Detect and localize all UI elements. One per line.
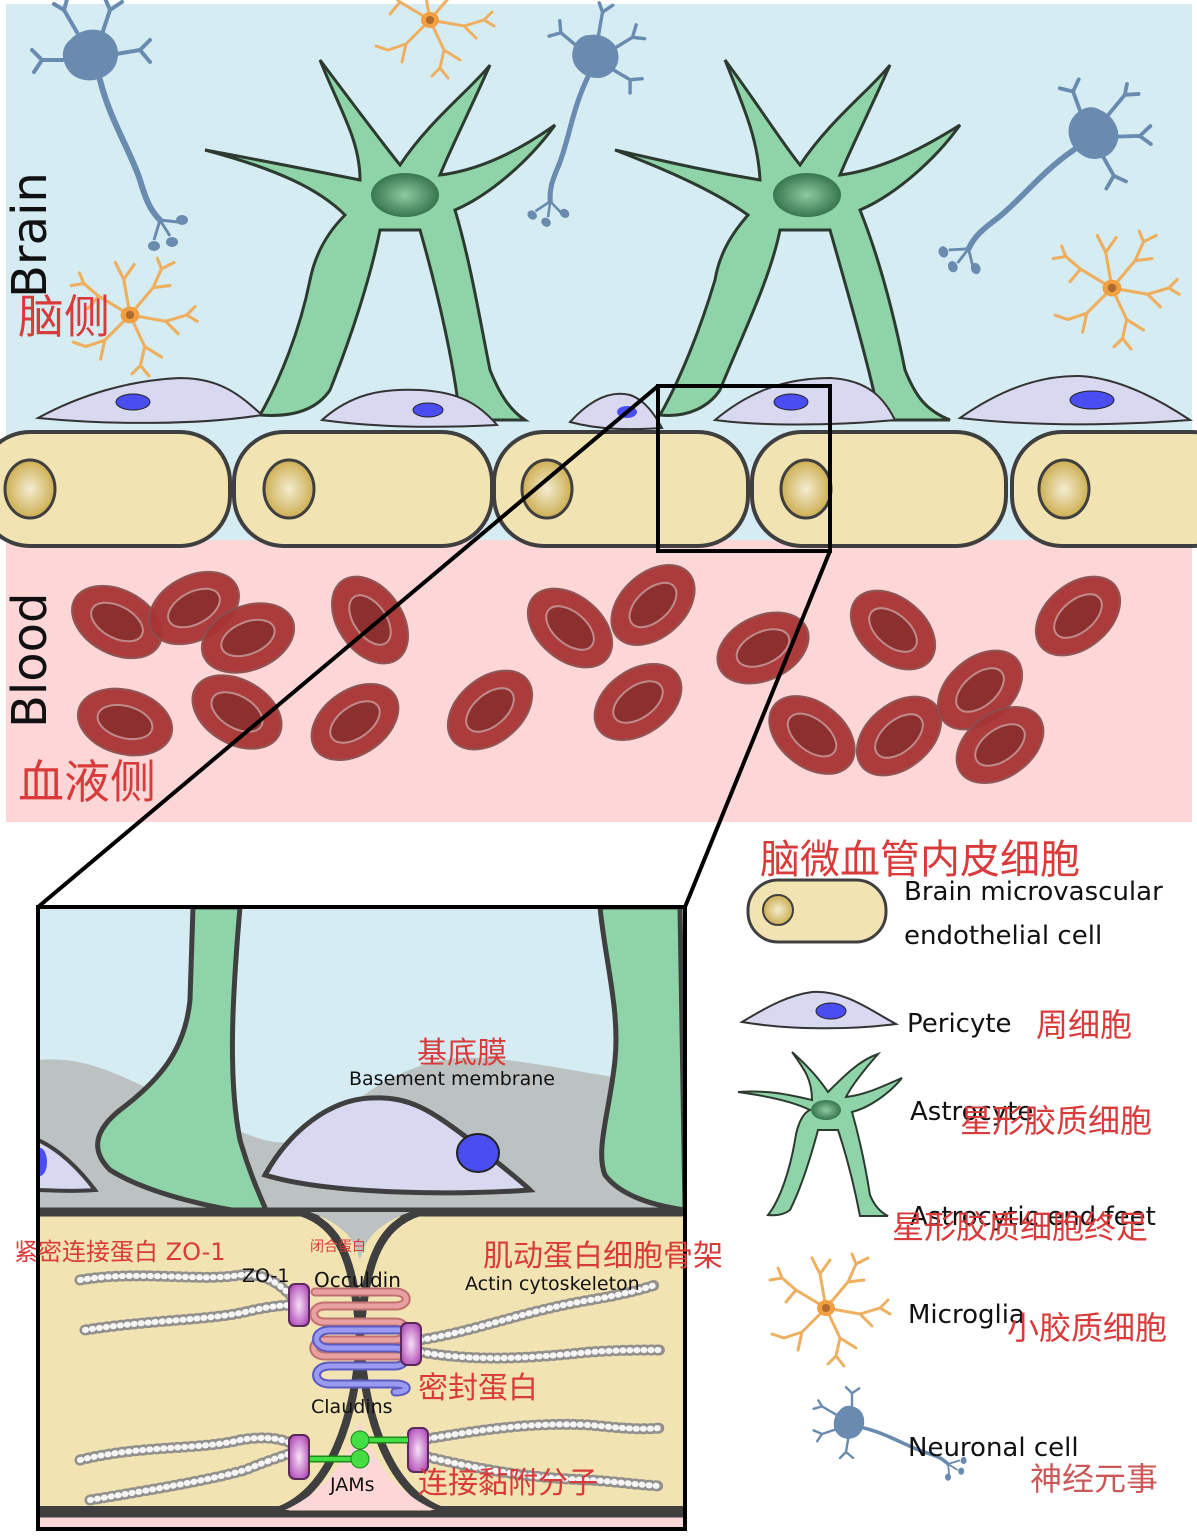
zo1-block bbox=[288, 1283, 310, 1327]
pericyte bbox=[319, 388, 500, 428]
endothelial-nuclei bbox=[3, 458, 1091, 520]
legend-pericyte-label: Pericyte bbox=[907, 1009, 1012, 1039]
zoom-callout bbox=[36, 384, 832, 909]
zo1-block bbox=[400, 1322, 422, 1366]
watermark: 神经元事 bbox=[1030, 1460, 1158, 1498]
jams-label: JAMs bbox=[329, 1474, 375, 1496]
legend-neuron-label: Neuronal cell bbox=[908, 1433, 1079, 1463]
detail-frame bbox=[36, 905, 687, 1531]
brain-label-cn: 脑侧 bbox=[18, 290, 110, 344]
legend: 脑微血管内皮细胞 Brain microvascular endothelial… bbox=[737, 837, 1167, 1483]
astrocyte bbox=[614, 59, 962, 422]
zo1-label: ZO-1 bbox=[242, 1265, 289, 1287]
legend-endfeet-label: Astrocytic end feet bbox=[910, 1202, 1156, 1232]
basement-membrane-label-cn: 基底膜 bbox=[417, 1036, 507, 1071]
pericyte bbox=[957, 374, 1193, 426]
legend-microglia-label-cn: 小胶质细胞 bbox=[1007, 1309, 1167, 1347]
actin-label: Actin cytoskeleton bbox=[465, 1273, 640, 1295]
detail-panel: 基底膜 Basement membrane ZO-1 Occuldin 闭合蛋白… bbox=[38, 907, 685, 1529]
legend-endfeet-label-cn: 星形胶质细胞终足 bbox=[892, 1208, 1148, 1246]
zo1-label-cn: 紧密连接蛋白 ZO-1 bbox=[14, 1238, 226, 1266]
legend-endothelial-label-cn: 脑微血管内皮细胞 bbox=[760, 837, 1080, 883]
pericyte bbox=[712, 376, 897, 426]
callout-line-right bbox=[683, 550, 832, 908]
pericyte-icon bbox=[739, 990, 900, 1030]
legend-astrocyte-label: Astrocyte bbox=[910, 1097, 1033, 1127]
pericyte bbox=[34, 376, 265, 424]
legend-pericyte-label-cn: 周细胞 bbox=[1036, 1006, 1132, 1044]
microglia-icon bbox=[768, 1252, 892, 1368]
blood-label: Blood bbox=[2, 593, 58, 728]
zoom-box bbox=[656, 384, 832, 553]
jams-protein bbox=[310, 1430, 408, 1469]
jams-label-cn: 连接黏附分子 bbox=[418, 1466, 598, 1501]
claudins-label-cn: 密封蛋白 bbox=[418, 1371, 538, 1406]
legend-microglia-label: Microglia bbox=[908, 1300, 1025, 1330]
actin-label-cn: 肌动蛋白细胞骨架 bbox=[483, 1239, 723, 1274]
legend-endothelial-label-1: Brain microvascular bbox=[904, 877, 1163, 907]
zo1-block bbox=[407, 1427, 429, 1473]
occludin-label: Occuldin bbox=[314, 1268, 401, 1292]
zo1-block bbox=[288, 1434, 310, 1480]
astrocyte bbox=[204, 59, 557, 422]
astrocyte-icon bbox=[737, 1051, 903, 1217]
basement-membrane-label: Basement membrane bbox=[349, 1068, 555, 1090]
claudins-label: Claudins bbox=[311, 1396, 393, 1418]
occludin-label-cn: 闭合蛋白 bbox=[310, 1239, 366, 1255]
brain-label: Brain bbox=[2, 172, 58, 298]
endothelial-cell-icon bbox=[746, 878, 888, 944]
legend-endothelial-label-2: endothelial cell bbox=[904, 921, 1102, 951]
legend-astrocyte-label-cn: 星形胶质细胞 bbox=[960, 1102, 1152, 1140]
callout-line-left bbox=[36, 384, 660, 909]
blood-label-cn: 血液侧 bbox=[18, 755, 156, 809]
